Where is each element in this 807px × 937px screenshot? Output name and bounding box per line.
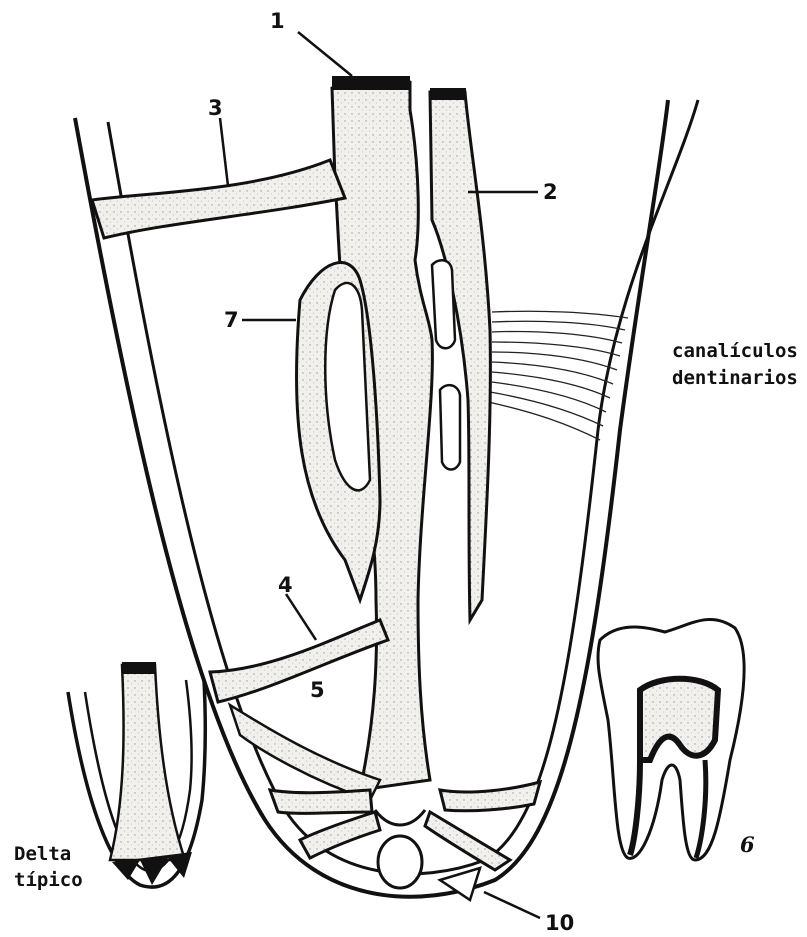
label-7: 7 — [224, 308, 239, 332]
accessory-canal-2 — [430, 92, 490, 620]
label-2: 2 — [543, 180, 558, 204]
label-canaliculos: canalículos — [672, 340, 798, 362]
label-4: 4 — [278, 573, 293, 597]
label-10: 10 — [545, 911, 574, 935]
label-5: 5 — [310, 678, 325, 702]
lateral-canal-4 — [210, 620, 388, 702]
lateral-canal-3 — [92, 160, 345, 238]
inset-canal — [110, 665, 185, 860]
apical-delta — [270, 782, 540, 888]
main-root — [75, 76, 698, 900]
island-upper — [432, 260, 455, 348]
ramification-5 — [230, 705, 380, 800]
label-1: 1 — [270, 9, 285, 33]
label-6: 6 — [740, 832, 755, 857]
island-middle — [440, 385, 460, 469]
accessory-canal-2-cap — [430, 88, 466, 100]
label-3: 3 — [208, 96, 223, 120]
tooth-pulp-chamber — [640, 679, 718, 760]
inset-molar-tooth — [598, 619, 744, 860]
label-tipico: típico — [14, 869, 83, 891]
label-delta: Delta — [14, 843, 71, 865]
inset-typical-delta — [68, 662, 205, 887]
label-dentinarios: dentinarios — [672, 367, 798, 389]
main-canal-top-cap — [332, 76, 410, 90]
inset-canal-cap — [122, 662, 156, 674]
